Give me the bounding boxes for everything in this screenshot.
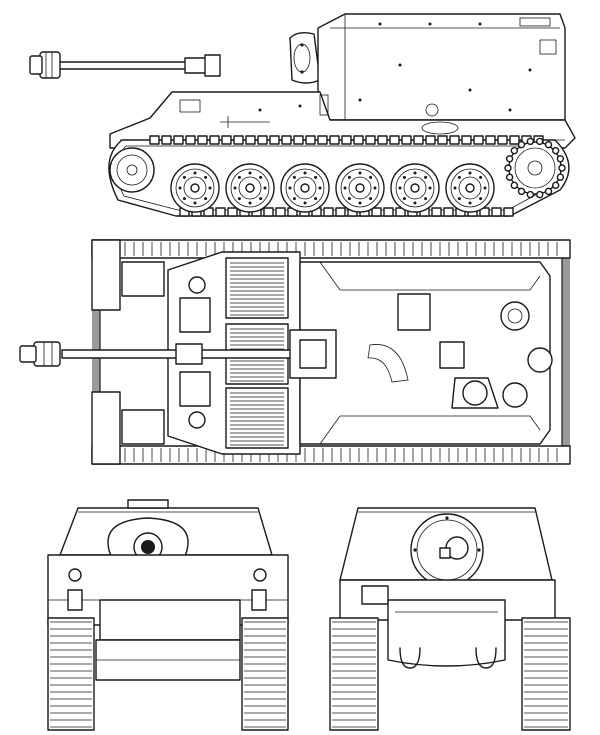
road-wheel [170,163,220,213]
track-link [233,135,244,145]
track-link [443,207,454,217]
track-link [221,135,232,145]
track-link [245,135,256,145]
track-link [317,135,328,145]
top-view [19,239,571,465]
gun-mantlet-side [289,31,321,84]
track-link [383,207,394,217]
spare-track-links [91,239,165,465]
road-wheel [280,163,330,213]
gun-barrel-side [29,51,221,79]
track-link [341,135,352,145]
gun-barrel-top [19,329,337,379]
track-link [149,135,160,145]
rear-tracks [329,617,571,731]
track-link [377,135,388,145]
track-link [461,135,472,145]
track-link [275,207,286,217]
idler-wheel [109,147,155,193]
track-link [173,135,184,145]
track-link [395,207,406,217]
track-link [509,135,520,145]
track-link [401,135,412,145]
track-link [413,135,424,145]
engine-deck [167,251,301,455]
track-link [497,135,508,145]
casemate-side [317,13,566,121]
road-wheel [445,163,495,213]
track-link [371,207,382,217]
track-link [437,135,448,145]
track-link [389,135,400,145]
track-link [335,207,346,217]
track-link [365,135,376,145]
track-link [329,135,340,145]
track-link [323,207,334,217]
track-link [215,207,226,217]
casemate-roof [299,261,553,445]
track-link [269,135,280,145]
side-view [29,13,576,217]
track-top-links [124,242,558,462]
road-wheel [225,163,275,213]
track-link [161,135,172,145]
track-link [431,207,442,217]
track-link [293,135,304,145]
track-link [305,135,316,145]
running-gear-side [108,135,570,217]
road-wheels [170,163,495,213]
track-link [197,135,208,145]
track-link [473,135,484,145]
front-tracks [47,617,289,731]
track-link [479,207,490,217]
track-link [485,135,496,145]
front-view [47,499,289,731]
track-link [425,135,436,145]
track-link [503,207,514,217]
drive-sprocket [504,137,566,199]
track-link [227,207,238,217]
track-link [281,135,292,145]
rear-view [329,507,571,731]
track-link [209,135,220,145]
track-link [449,135,460,145]
rear-escape-hatch [410,513,484,587]
track-link [257,135,268,145]
track-link [263,207,274,217]
road-wheel [390,163,440,213]
track-link [491,207,502,217]
track-link [185,135,196,145]
track-link [353,135,364,145]
road-wheel [335,163,385,213]
